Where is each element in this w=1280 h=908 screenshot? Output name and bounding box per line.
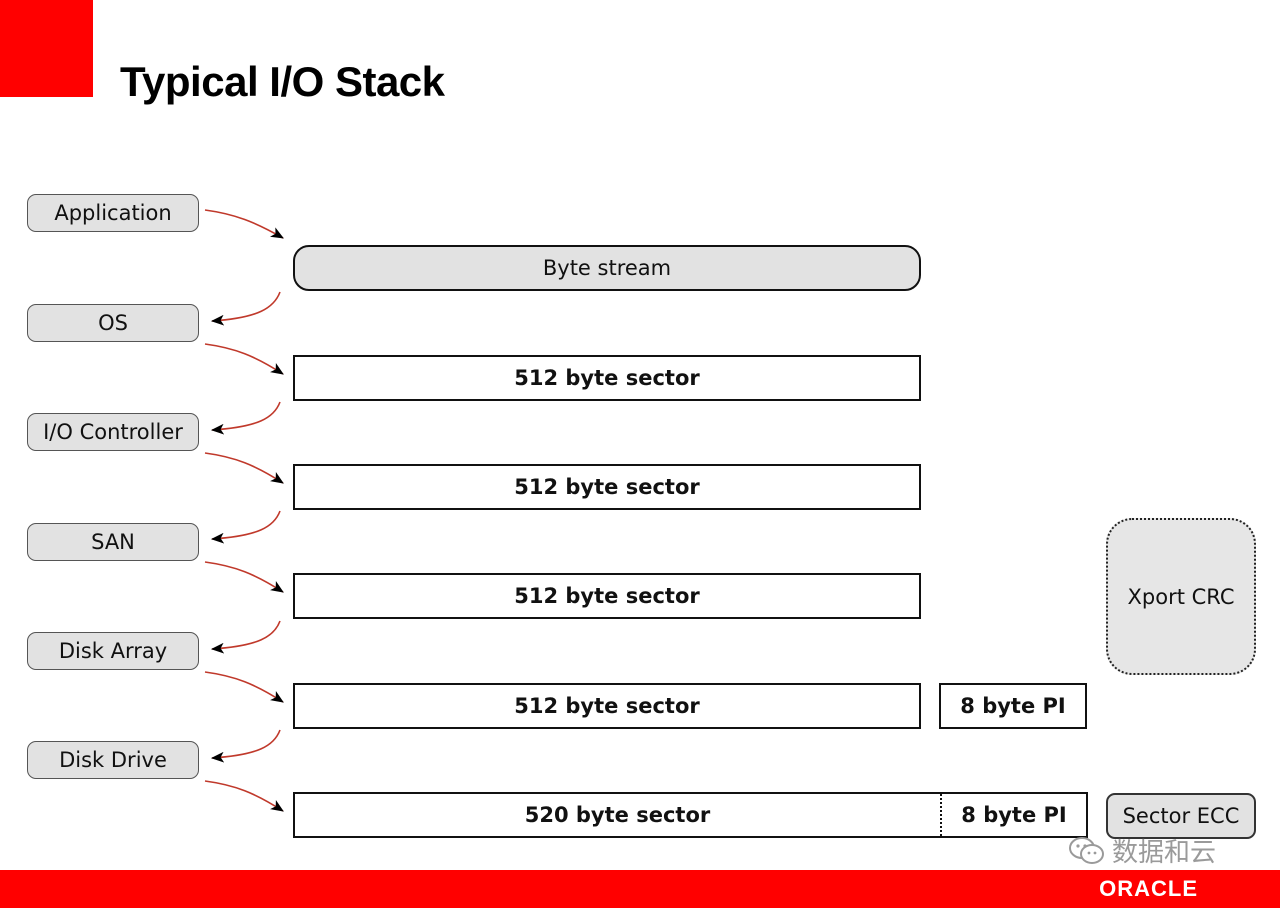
accent-block <box>0 0 93 97</box>
arrow-stream-to-os <box>210 291 281 326</box>
sector-box-4: 512 byte sector <box>293 683 921 729</box>
pi-box-5: 8 byte PI <box>940 794 1086 836</box>
sector-box-2: 512 byte sector <box>293 464 921 510</box>
sector-box-520: 520 byte sector 8 byte PI <box>293 792 1088 838</box>
arrow-disk-array-to-sector <box>204 671 284 703</box>
arrow-sector-to-controller <box>210 401 281 435</box>
arrow-disk-drive-to-sector <box>204 780 284 812</box>
footer-bar: ORACLE <box>0 870 1280 908</box>
arrow-os-to-sector <box>204 343 284 375</box>
sector-box-1: 512 byte sector <box>293 355 921 401</box>
arrow-san-to-sector <box>204 561 284 593</box>
oracle-logo: ORACLE <box>1099 876 1198 901</box>
xport-crc-box: Xport CRC <box>1106 518 1256 675</box>
pi-box-4: 8 byte PI <box>939 683 1087 729</box>
layer-os: OS <box>27 304 199 342</box>
slide-title: Typical I/O Stack <box>120 58 445 105</box>
sector-ecc-box: Sector ECC <box>1106 793 1256 839</box>
byte-stream-box: Byte stream <box>293 245 921 291</box>
arrow-application-to-stream <box>204 209 284 239</box>
arrow-sector-to-disk-array <box>210 620 281 654</box>
wechat-icon <box>1069 836 1104 864</box>
layer-io-controller: I/O Controller <box>27 413 199 451</box>
sector-box-3: 512 byte sector <box>293 573 921 619</box>
arrow-controller-to-sector <box>204 452 284 484</box>
watermark-text: 数据和云 <box>1112 838 1217 868</box>
layer-application: Application <box>27 194 199 232</box>
sector-520-label: 520 byte sector <box>524 803 711 827</box>
layer-disk-array: Disk Array <box>27 632 199 670</box>
watermark: 数据和云 <box>1068 832 1216 869</box>
layer-disk-drive: Disk Drive <box>27 741 199 779</box>
arrow-sector-to-san <box>210 510 281 544</box>
arrow-sector-to-disk-drive <box>210 729 281 763</box>
layer-san: SAN <box>27 523 199 561</box>
